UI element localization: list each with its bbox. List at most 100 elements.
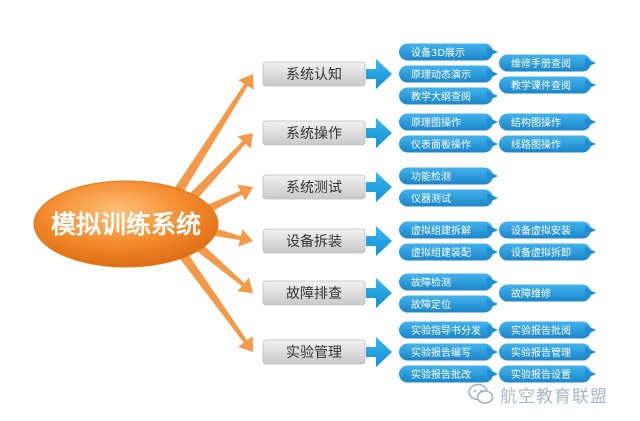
root-node xyxy=(33,180,219,268)
subtopic-pill-secondary-tip xyxy=(585,288,596,298)
subtopic-pill-label: 故障检测 xyxy=(411,276,451,289)
subtopic-pill-tip xyxy=(487,47,498,57)
subtopic-pill-secondary-label: 实验报告设置 xyxy=(511,368,571,381)
category-box xyxy=(262,174,366,200)
subtopic-pill-tip xyxy=(487,193,498,203)
subtopic-pill-tip xyxy=(487,299,498,309)
subtopic-pill-tip xyxy=(487,325,498,335)
subtopic-pill-label: 虚拟组建装配 xyxy=(411,246,471,259)
subtopic-pill-secondary-label: 故障维修 xyxy=(511,287,551,300)
subtopic-pill-secondary xyxy=(499,365,591,383)
subtopic-pill-secondary-label: 结构图操作 xyxy=(511,116,561,129)
subtopic-pill xyxy=(399,189,493,207)
subtopic-pill-label: 虚拟组建拆解 xyxy=(411,224,471,237)
subtopic-pill-label: 功能检测 xyxy=(411,170,451,183)
subtopic-pill-secondary xyxy=(499,343,591,361)
subtopic-pill-secondary xyxy=(499,113,591,131)
subtopic-pill-label: 仪器测试 xyxy=(411,192,451,205)
watermark: 航空教育联盟 xyxy=(468,376,608,412)
branch-chevron xyxy=(366,59,392,89)
watermark-text: 航空教育联盟 xyxy=(500,386,608,407)
subtopic-pill-label: 原理图操作 xyxy=(411,116,461,129)
subtopic-pill-label: 设备3D展示 xyxy=(411,46,465,59)
category-label: 设备拆装 xyxy=(286,233,342,250)
subtopic-pill-secondary-label: 教学课件查阅 xyxy=(511,79,571,92)
subtopic-pill-secondary-tip xyxy=(585,80,596,90)
branch-arrow xyxy=(187,236,253,293)
subtopic-pill-secondary-tip xyxy=(585,139,596,149)
category-label: 实验管理 xyxy=(286,345,342,361)
subtopic-pill-tip xyxy=(487,347,498,357)
root-label: 模拟训练系统 xyxy=(51,210,201,239)
subtopic-pill xyxy=(399,321,493,339)
subtopic-pill-label: 原理动态演示 xyxy=(411,68,471,81)
subtopic-pill xyxy=(399,221,493,239)
subtopic-pill xyxy=(399,87,493,105)
subtopic-pill-label: 实验指导书分发 xyxy=(411,324,481,337)
branch-arrow xyxy=(169,74,254,201)
subtopic-pill-secondary xyxy=(499,54,591,72)
subtopic-pill xyxy=(399,295,493,313)
subtopic-pill-secondary xyxy=(499,76,591,94)
subtopic-pill-secondary xyxy=(499,243,591,261)
subtopic-pill xyxy=(399,167,493,185)
subtopic-pill-secondary-tip xyxy=(585,247,596,257)
branch-arrow xyxy=(182,133,253,208)
category-box xyxy=(262,120,366,146)
subtopic-pill xyxy=(399,243,493,261)
branch-chevron xyxy=(366,172,392,202)
branch-chevron xyxy=(366,118,392,148)
category-box xyxy=(262,61,366,87)
category-box xyxy=(262,280,366,306)
subtopic-pill-tip xyxy=(487,117,498,127)
subtopic-pill xyxy=(399,365,493,383)
subtopic-pill-tip xyxy=(487,171,498,181)
wechat-icon xyxy=(468,383,494,404)
subtopic-pill-tip xyxy=(487,91,498,101)
branch-arrow xyxy=(174,245,253,352)
subtopic-pill-label: 故障定位 xyxy=(411,298,451,311)
subtopic-pill xyxy=(399,135,493,153)
subtopic-pill xyxy=(399,343,493,361)
branch-chevron xyxy=(366,226,392,256)
subtopic-pill-secondary-label: 线路图操作 xyxy=(511,138,561,151)
subtopic-pill-tip xyxy=(487,247,498,257)
category-box xyxy=(262,339,366,365)
subtopic-pill-secondary-tip xyxy=(585,347,596,357)
subtopic-pill-secondary-label: 实验报告管理 xyxy=(511,346,571,359)
subtopic-pill-secondary-label: 设备虚拟安装 xyxy=(511,224,571,237)
subtopic-pill-secondary xyxy=(499,321,591,339)
category-label: 故障排查 xyxy=(286,286,342,302)
subtopic-pill-label: 实验报告编写 xyxy=(411,346,471,359)
subtopic-pill-label: 实验报告批改 xyxy=(411,368,471,381)
subtopic-pill-secondary xyxy=(499,284,591,302)
subtopic-pill xyxy=(399,43,493,61)
subtopic-pill-secondary-tip xyxy=(585,225,596,235)
subtopic-pill-tip xyxy=(487,369,498,379)
subtopic-pill xyxy=(399,65,493,83)
subtopic-pill-tip xyxy=(487,277,498,287)
subtopic-pill-tip xyxy=(487,139,498,149)
category-box xyxy=(262,228,366,254)
subtopic-pill-label: 教学大纲查阅 xyxy=(411,90,471,103)
category-label: 系统操作 xyxy=(286,126,342,142)
subtopic-pill-secondary xyxy=(499,221,591,239)
category-label: 系统认知 xyxy=(286,66,342,83)
branch-chevron xyxy=(366,337,392,367)
category-label: 系统测试 xyxy=(286,180,342,196)
subtopic-pill-tip xyxy=(487,69,498,79)
subtopic-pill-tip xyxy=(487,225,498,235)
subtopic-pill-secondary-tip xyxy=(585,325,596,335)
subtopic-pill-label: 仪表面板操作 xyxy=(411,138,471,151)
subtopic-pill-secondary-tip xyxy=(585,369,596,379)
branch-chevron xyxy=(366,278,392,308)
subtopic-pill-secondary-label: 维修手册查阅 xyxy=(511,57,571,70)
subtopic-pill-secondary-label: 设备虚拟拆卸 xyxy=(511,246,571,259)
subtopic-pill-secondary-tip xyxy=(585,117,596,127)
subtopic-pill xyxy=(399,273,493,291)
subtopic-pill-secondary-label: 实验报告批阅 xyxy=(511,324,571,337)
subtopic-pill xyxy=(399,113,493,131)
subtopic-pill-secondary xyxy=(499,135,591,153)
subtopic-pill-secondary-tip xyxy=(585,58,596,68)
